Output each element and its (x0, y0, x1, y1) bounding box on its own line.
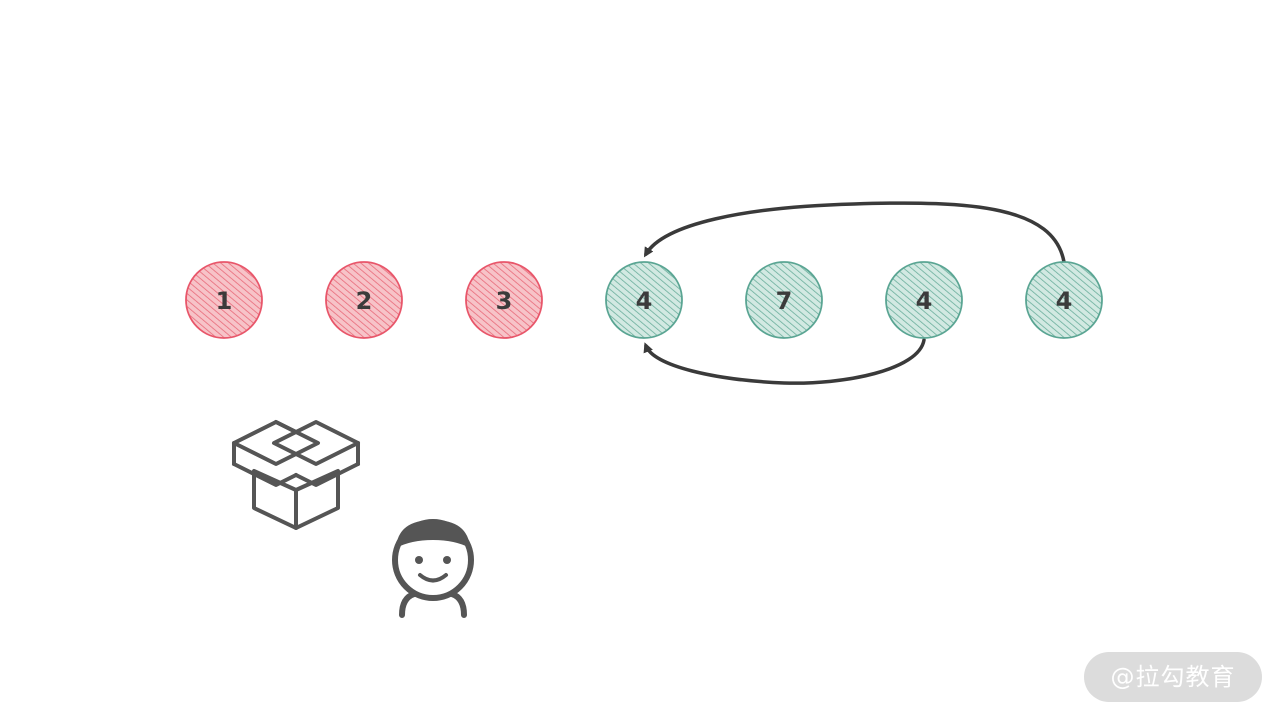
array-node-label: 1 (216, 287, 233, 315)
array-node: 4 (1025, 261, 1103, 339)
array-node-circle (185, 261, 263, 339)
array-node-circle (1025, 261, 1103, 339)
array-node-label: 4 (916, 287, 933, 315)
array-node-circle (745, 261, 823, 339)
array-node: 4 (885, 261, 963, 339)
array-node: 4 (605, 261, 683, 339)
array-node-label: 4 (1056, 287, 1073, 315)
array-node-label: 3 (496, 287, 513, 315)
array-node: 1 (185, 261, 263, 339)
array-node: 7 (745, 261, 823, 339)
array-node-circle (605, 261, 683, 339)
array-node-label: 2 (356, 287, 373, 315)
array-node-circle (885, 261, 963, 339)
open-box-icon (232, 420, 360, 530)
watermark: @拉勾教育 (1084, 652, 1262, 702)
arrow-top (643, 201, 1066, 264)
arrows-layer (643, 201, 1066, 385)
array-node-label: 7 (776, 287, 793, 315)
person-icon (392, 519, 474, 618)
array-node-circle (465, 261, 543, 339)
arrow-bottom (643, 338, 926, 385)
array-node: 2 (325, 261, 403, 339)
array-node-circle (325, 261, 403, 339)
nodes-layer: 1 2 3 4 7 4 4 (185, 261, 1103, 339)
array-node: 3 (465, 261, 543, 339)
array-node-label: 4 (636, 287, 653, 315)
